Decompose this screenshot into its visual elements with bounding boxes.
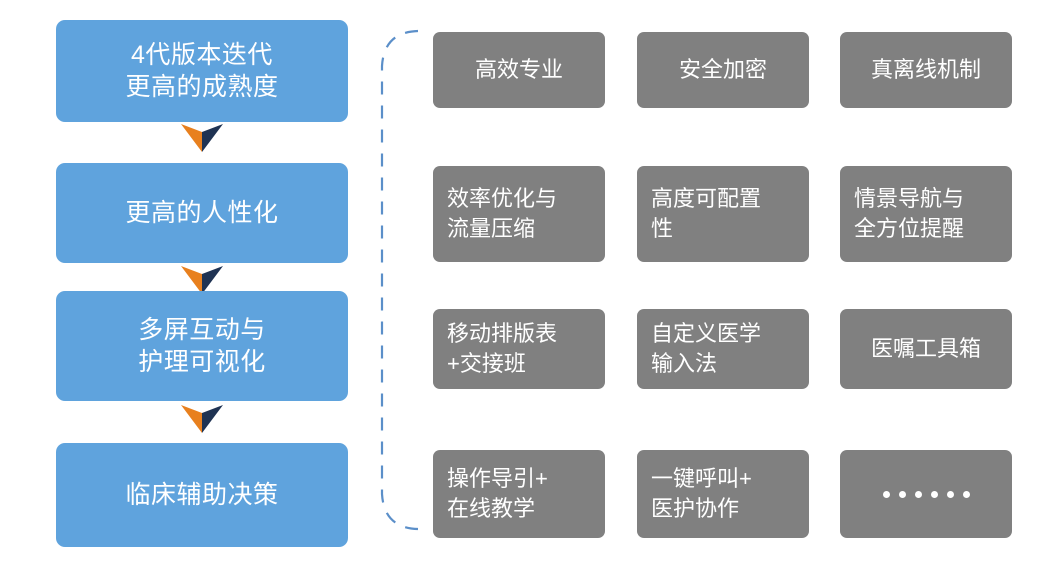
capability-card-1-2-label: 安全加密 bbox=[678, 56, 767, 82]
dot-1 bbox=[882, 490, 890, 498]
capability-card-3-3-label: 医嘱工具箱 bbox=[870, 335, 981, 361]
dot-3 bbox=[914, 490, 922, 498]
capability-card-1-2[interactable]: 安全加密 bbox=[637, 32, 809, 108]
capability-card-2-1[interactable]: 效率优化与 流量压缩 bbox=[433, 166, 605, 262]
flow-step-1[interactable]: 4代版本迭代 更高的成熟度 bbox=[56, 20, 348, 122]
capability-card-2-2-label: 高度可配置 性 bbox=[651, 185, 762, 241]
flow-step-3[interactable]: 多屏互动与 护理可视化 bbox=[56, 291, 348, 401]
chevron-down-icon-1 bbox=[181, 124, 223, 152]
flow-step-1-label: 4代版本迭代 更高的成熟度 bbox=[125, 40, 279, 102]
capability-card-1-3[interactable]: 真离线机制 bbox=[840, 32, 1012, 108]
capability-card-4-3[interactable] bbox=[840, 450, 1012, 538]
flow-step-3-label: 多屏互动与 护理可视化 bbox=[138, 315, 266, 377]
capability-card-3-3[interactable]: 医嘱工具箱 bbox=[840, 309, 1012, 389]
capability-card-3-1-label: 移动排版表 +交接班 bbox=[447, 320, 558, 376]
flow-step-2[interactable]: 更高的人性化 bbox=[56, 163, 348, 263]
capability-card-1-1-label: 高效专业 bbox=[474, 56, 563, 82]
chevron-down-icon-3 bbox=[181, 405, 223, 433]
dot-6 bbox=[962, 490, 970, 498]
capability-card-4-2-label: 一键呼叫+ 医护协作 bbox=[651, 465, 752, 521]
capability-card-2-1-label: 效率优化与 流量压缩 bbox=[447, 185, 558, 241]
capability-card-3-2[interactable]: 自定义医学 输入法 bbox=[637, 309, 809, 389]
dot-2 bbox=[898, 490, 906, 498]
flow-step-4[interactable]: 临床辅助决策 bbox=[56, 443, 348, 547]
dot-4 bbox=[930, 490, 938, 498]
capability-card-2-3-label: 情景导航与 全方位提醒 bbox=[854, 185, 965, 241]
dot-5 bbox=[946, 490, 954, 498]
flow-step-2-label: 更高的人性化 bbox=[125, 198, 279, 227]
capability-card-3-1[interactable]: 移动排版表 +交接班 bbox=[433, 309, 605, 389]
capability-card-2-3[interactable]: 情景导航与 全方位提醒 bbox=[840, 166, 1012, 262]
capability-card-3-2-label: 自定义医学 输入法 bbox=[651, 320, 762, 376]
capability-card-4-2[interactable]: 一键呼叫+ 医护协作 bbox=[637, 450, 809, 538]
capability-card-1-1[interactable]: 高效专业 bbox=[433, 32, 605, 108]
capability-card-1-3-label: 真离线机制 bbox=[870, 56, 981, 82]
capability-card-4-1[interactable]: 操作导引+ 在线教学 bbox=[433, 450, 605, 538]
flow-step-4-label: 临床辅助决策 bbox=[125, 480, 279, 509]
dashed-grouping-bracket bbox=[380, 29, 419, 531]
capability-card-2-2[interactable]: 高度可配置 性 bbox=[637, 166, 809, 262]
ellipsis-dots-icon bbox=[840, 490, 1012, 498]
capability-card-4-1-label: 操作导引+ 在线教学 bbox=[447, 465, 548, 521]
chevron-down-icon-2 bbox=[181, 266, 223, 294]
